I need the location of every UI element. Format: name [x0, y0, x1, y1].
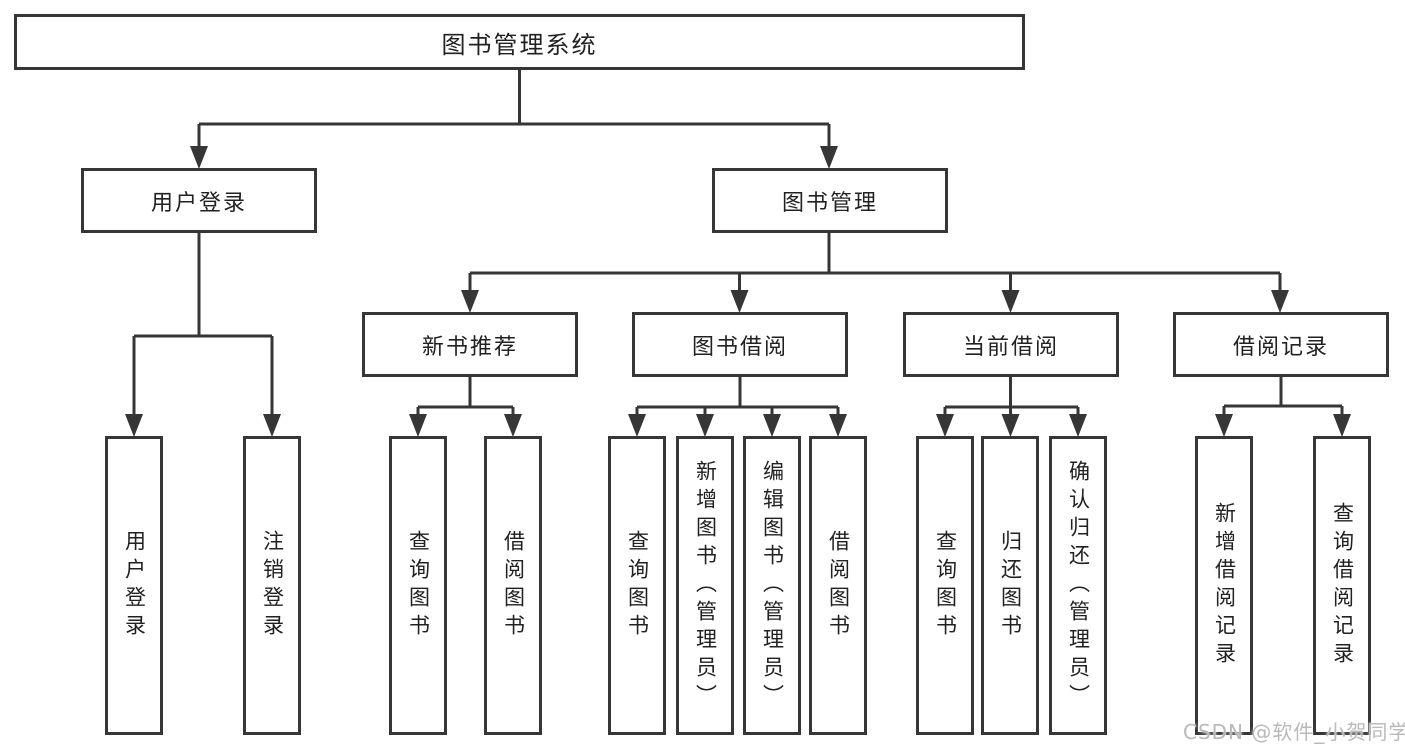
leaf-borrow-query-books: 查询图书 — [608, 436, 666, 735]
arrowhead — [1069, 414, 1087, 437]
leaf-label: 归还图书 — [998, 529, 1023, 642]
arrowhead — [263, 414, 281, 437]
connector-line — [468, 233, 1282, 293]
node-root: 图书管理系统 — [14, 14, 1025, 70]
arrowhead — [730, 290, 749, 313]
leaf-label: 新增图书（管理员） — [693, 459, 718, 712]
arrowhead — [936, 414, 954, 437]
arrowhead — [1001, 414, 1020, 437]
leaf-current-return-books: 归还图书 — [981, 436, 1039, 735]
arrowhead — [190, 146, 208, 169]
arrowhead — [696, 414, 714, 437]
connector-user-login-to-leaves — [125, 233, 281, 437]
arrowhead — [409, 414, 427, 437]
arrowhead — [820, 146, 838, 169]
connector-root-to-level2 — [190, 70, 838, 169]
leaf-label: 借阅图书 — [501, 529, 526, 642]
leaf-label: 用户登录 — [122, 529, 147, 642]
leaf-label: 注销登录 — [260, 529, 285, 642]
leaf-label: 新增借阅记录 — [1212, 501, 1237, 670]
connector-current-borrow-to-leaves — [936, 377, 1087, 437]
arrowhead — [829, 414, 847, 437]
connector-line — [197, 70, 831, 149]
leaf-borrow-edit-books-admin: 编辑图书（管理员） — [743, 436, 801, 735]
leaf-label: 查询图书 — [625, 529, 650, 642]
arrowhead — [504, 414, 522, 437]
leaf-label: 借阅图书 — [826, 529, 851, 642]
arrowhead — [763, 414, 781, 437]
node-new-book-rec: 新书推荐 — [362, 312, 578, 377]
node-user-login: 用户登录 — [81, 168, 317, 233]
leaf-label: 确认归还（管理员） — [1066, 459, 1091, 712]
node-book-borrow: 图书借阅 — [632, 312, 848, 377]
leaf-login-user-login: 用户登录 — [105, 436, 163, 735]
arrowhead — [1271, 290, 1289, 313]
connector-line — [635, 377, 840, 418]
leaf-current-query-books: 查询图书 — [916, 436, 974, 735]
node-current-borrow: 当前借阅 — [903, 312, 1119, 377]
node-book-mgmt: 图书管理 — [712, 168, 948, 233]
node-user-login-label: 用户登录 — [150, 190, 247, 216]
leaf-current-confirm-return-admin: 确认归还（管理员） — [1049, 436, 1107, 735]
arrowhead — [125, 414, 143, 437]
node-borrow-records: 借阅记录 — [1173, 312, 1389, 377]
node-book-mgmt-label: 图书管理 — [781, 190, 878, 216]
leaf-newrec-query-books: 查询图书 — [389, 436, 447, 735]
arrowhead — [1215, 414, 1233, 437]
leaf-newrec-borrow-books: 借阅图书 — [484, 436, 542, 735]
connector-line — [416, 377, 515, 418]
node-root-label: 图书管理系统 — [441, 30, 598, 59]
arrowhead — [628, 414, 646, 437]
leaf-label: 查询图书 — [406, 529, 431, 642]
node-new-book-rec-label: 新书推荐 — [421, 334, 518, 360]
node-current-borrow-label: 当前借阅 — [962, 334, 1059, 360]
leaf-borrow-borrow-books: 借阅图书 — [809, 436, 867, 735]
connector-line — [132, 233, 274, 417]
arrowhead — [1001, 290, 1020, 313]
connector-line — [943, 377, 1080, 418]
connector-line — [1222, 376, 1344, 418]
connector-new-book-rec-to-leaves — [409, 377, 522, 437]
node-book-borrow-label: 图书借阅 — [691, 334, 788, 360]
arrowhead — [461, 290, 479, 313]
connector-borrow-records-to-leaves — [1215, 376, 1351, 437]
leaf-label: 查询图书 — [933, 529, 958, 642]
leaf-label: 编辑图书（管理员） — [760, 459, 785, 712]
leaf-records-query-borrow-record: 查询借阅记录 — [1313, 436, 1371, 735]
node-borrow-records-label: 借阅记录 — [1232, 334, 1329, 360]
csdn-watermark: CSDN @软件_小贺同学 — [1183, 720, 1405, 744]
leaf-label: 查询借阅记录 — [1330, 501, 1355, 670]
arrowhead — [1333, 414, 1351, 437]
connector-book-borrow-to-leaves — [628, 377, 847, 437]
leaf-borrow-add-books-admin: 新增图书（管理员） — [676, 436, 734, 735]
leaf-records-add-borrow-record: 新增借阅记录 — [1195, 436, 1253, 735]
leaf-login-logout: 注销登录 — [243, 436, 301, 735]
connector-book-mgmt-to-level3 — [461, 233, 1289, 313]
